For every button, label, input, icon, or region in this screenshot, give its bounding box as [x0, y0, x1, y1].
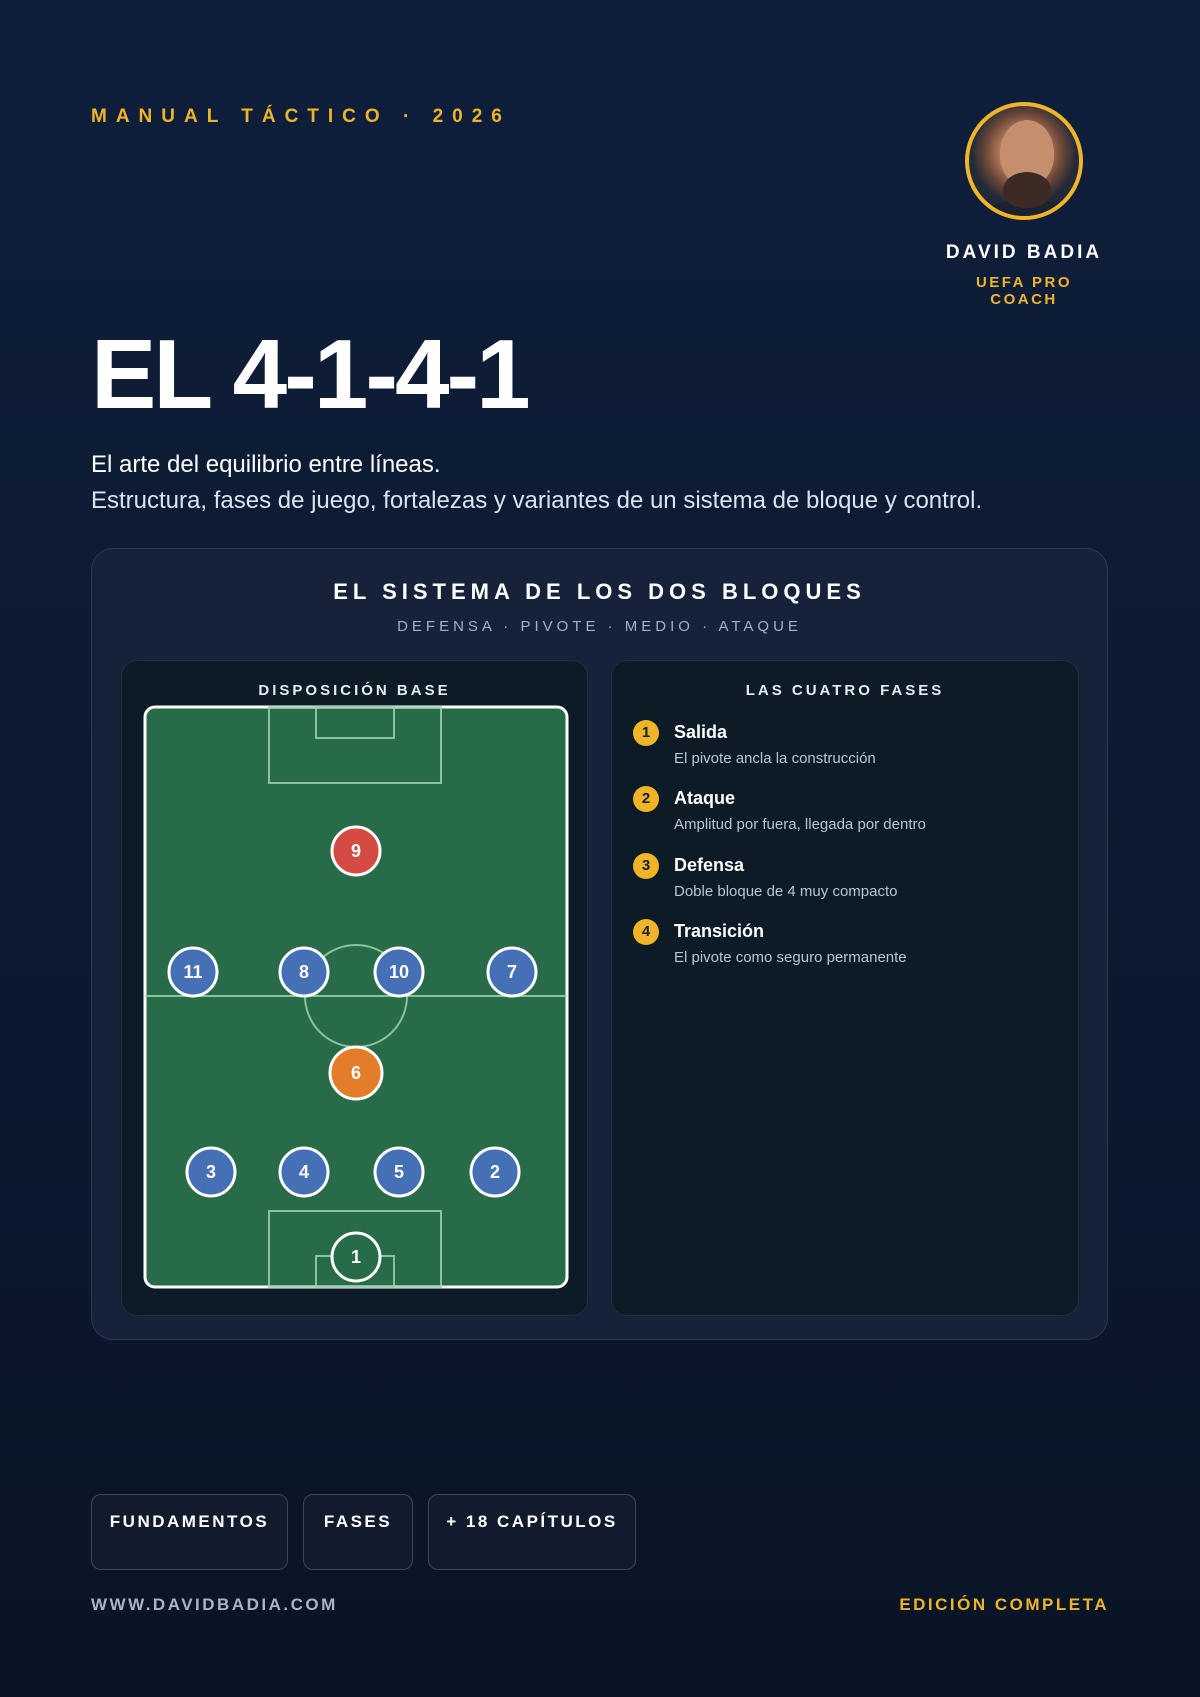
player-number: 10 [389, 962, 409, 982]
player-circle [278, 946, 330, 998]
player-number: 4 [299, 1162, 309, 1182]
avatar-beard [1003, 172, 1051, 208]
player-circle [373, 1146, 425, 1198]
player-number: 2 [490, 1162, 500, 1182]
player-number: 8 [299, 962, 309, 982]
football-pitch: 9 11 8 10 7 6 3 4 5 2 1 [143, 705, 569, 1289]
player-number: 7 [507, 962, 517, 982]
player-circle [167, 946, 219, 998]
card-title: EL SISTEMA DE LOS DOS BLOQUES [333, 579, 866, 604]
player-marker-4: 4 [278, 1146, 330, 1198]
subtitle-line-2: Estructura, fases de juego, fortalezas y… [91, 487, 983, 514]
player-marker-1: 1 [330, 1231, 382, 1283]
phases-panel: LAS CUATRO FASES 1 Salida El pivote ancl… [611, 660, 1079, 1316]
phase-description: El pivote ancla la construcción [674, 750, 876, 767]
phase-name: Salida [674, 722, 728, 742]
page-title: EL 4-1-4-1 [91, 319, 531, 429]
player-marker-9: 9 [330, 825, 382, 877]
phase-number-badge: 4 [633, 919, 659, 945]
tag-fases[interactable]: FASES [303, 1494, 413, 1570]
player-circle [469, 1146, 521, 1198]
player-marker-8: 8 [278, 946, 330, 998]
phase-number-badge: 1 [633, 720, 659, 746]
player-circle [185, 1146, 237, 1198]
player-marker-2: 2 [469, 1146, 521, 1198]
player-marker-7: 7 [486, 946, 538, 998]
player-circle [328, 1045, 384, 1101]
tag-fundamentos[interactable]: FUNDAMENTOS [91, 1494, 288, 1570]
player-number: 9 [351, 841, 361, 861]
player-marker-6: 6 [328, 1045, 384, 1101]
player-circle [373, 946, 425, 998]
player-marker-3: 3 [185, 1146, 237, 1198]
card-subtitle: DEFENSA · PIVOTE · MEDIO · ATAQUE [397, 618, 802, 635]
player-marker-10: 10 [373, 946, 425, 998]
coach-name: DAVID BADIA [945, 242, 1103, 263]
system-card: EL SISTEMA DE LOS DOS BLOQUES DEFENSA · … [91, 548, 1108, 1340]
player-number: 11 [183, 962, 202, 982]
phase-description: El pivote como seguro permanente [674, 949, 907, 966]
phase-number-badge: 2 [633, 786, 659, 812]
phase-name: Ataque [674, 788, 736, 808]
player-number: 6 [351, 1063, 361, 1083]
player-circle [486, 946, 538, 998]
player-circle [278, 1146, 330, 1198]
kicker: MANUAL TÁCTICO · 2026 [91, 106, 511, 127]
player-number: 3 [206, 1162, 216, 1182]
phase-name: Defensa [674, 855, 745, 875]
phase-description: Doble bloque de 4 muy compacto [674, 883, 898, 900]
player-markers: 9 11 8 10 7 6 3 4 5 2 1 [167, 825, 538, 1283]
coach-title: UEFA PRO COACH [975, 274, 1073, 308]
formation-title: DISPOSICIÓN BASE [258, 682, 451, 699]
website-link[interactable]: WWW.DAVIDBADIA.COM [91, 1595, 338, 1614]
player-number: 1 [351, 1247, 361, 1267]
coach-avatar [965, 102, 1083, 220]
phase-number-badge: 3 [633, 853, 659, 879]
avatar-shirt [975, 200, 1079, 216]
subtitle-line-1: El arte del equilibrio entre líneas. [91, 451, 441, 478]
player-marker-11: 11 [167, 946, 219, 998]
edition-label: EDICIÓN COMPLETA [899, 1595, 1109, 1614]
player-circle [330, 825, 382, 877]
top-goal-area [315, 706, 395, 739]
player-circle [330, 1231, 382, 1283]
phase-name: Transición [674, 921, 765, 941]
formation-panel: DISPOSICIÓN BASE 9 11 8 10 7 6 3 4 5 2 1 [121, 660, 588, 1316]
player-number: 5 [394, 1162, 404, 1182]
coach-profile: DAVID BADIA UEFA PRO COACH [939, 102, 1109, 308]
player-marker-5: 5 [373, 1146, 425, 1198]
tag-capitulos[interactable]: + 18 CAPÍTULOS [428, 1494, 636, 1570]
phase-description: Amplitud por fuera, llegada por dentro [674, 816, 926, 833]
phases-title: LAS CUATRO FASES [745, 682, 945, 699]
